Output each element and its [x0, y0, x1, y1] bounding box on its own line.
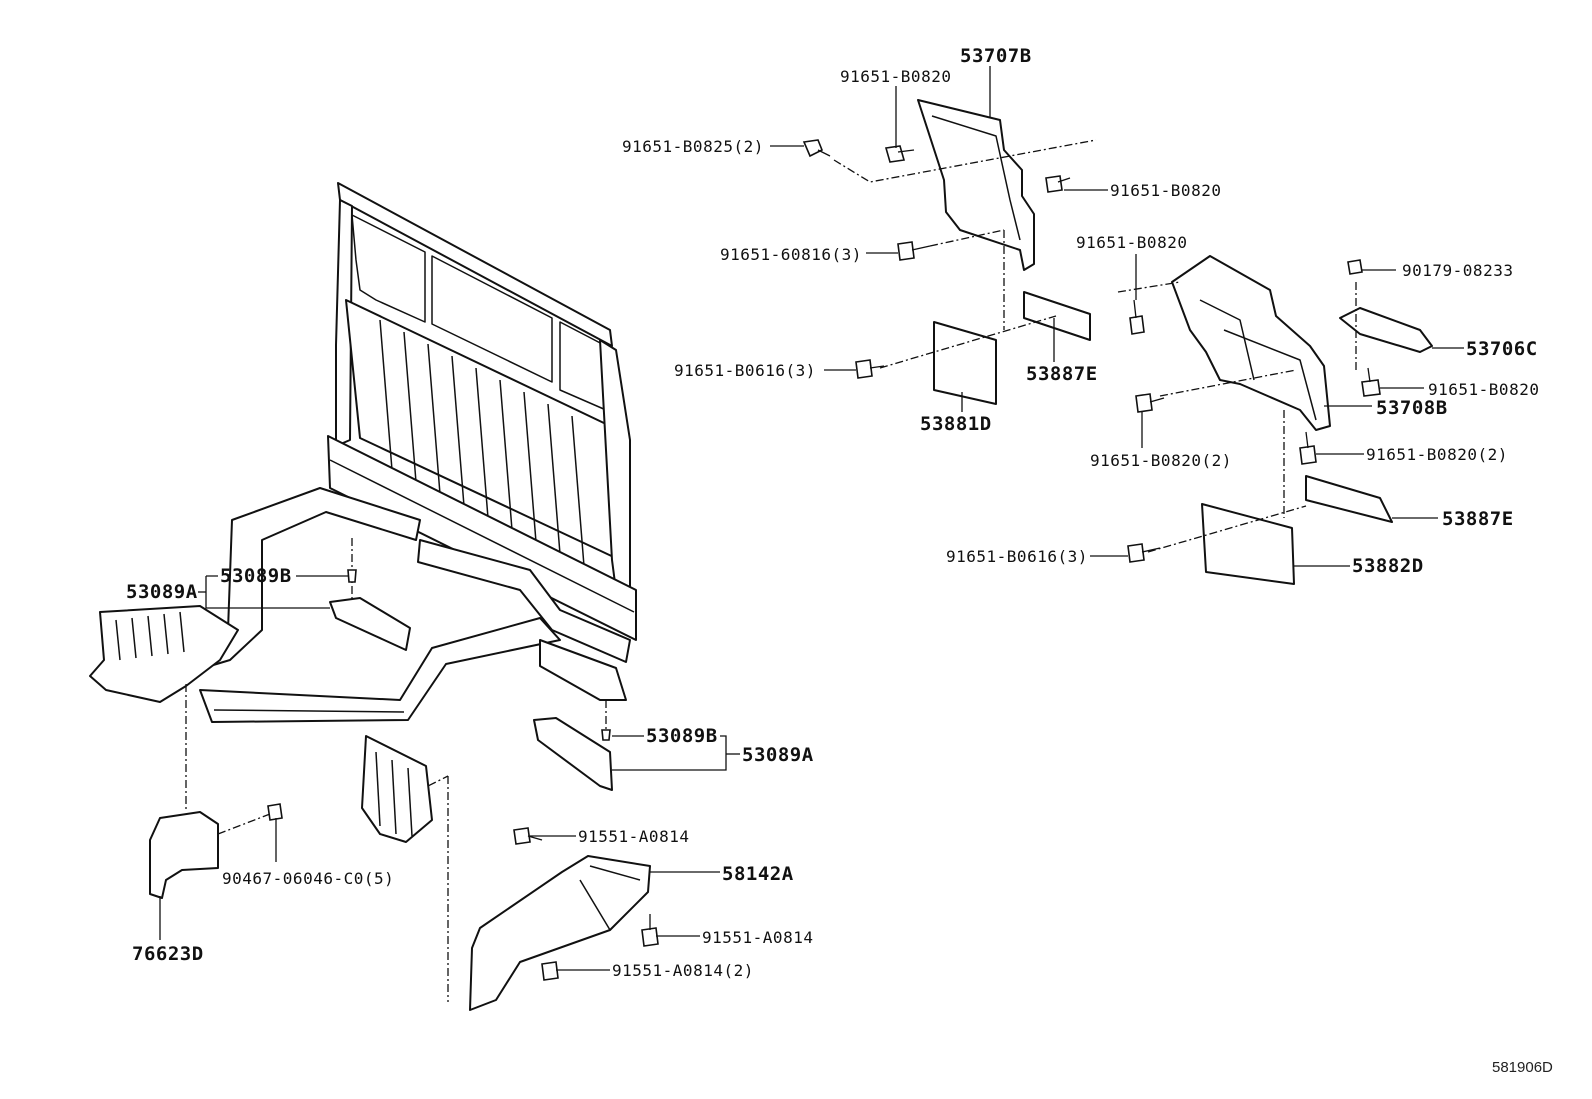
label-76623D: 76623D: [132, 943, 204, 965]
label-91551-A0814-b: 91551-A0814: [702, 928, 813, 947]
bracket-53089-right: [533, 717, 613, 791]
label-53707B: 53707B: [960, 45, 1032, 67]
splash-shield-53708B: [1171, 255, 1331, 431]
seal-53887E-b: [1305, 475, 1393, 523]
bracket-58142A: [469, 855, 651, 1011]
label-53708B: 53708B: [1376, 397, 1448, 419]
diagram-id: 581906D: [1492, 1059, 1553, 1076]
bracket-53089-left: [329, 597, 411, 651]
label-53089B-b: 53089B: [646, 725, 718, 747]
label-91651-B0616-3-b: 91651-B0616(3): [946, 547, 1088, 566]
radiator-support-assembly: [179, 182, 637, 723]
label-91551-A0814-2: 91551-A0814(2): [612, 961, 754, 980]
label-53089A-a: 53089A: [126, 581, 198, 603]
label-91651-B0616-3-a: 91651-B0616(3): [674, 361, 816, 380]
label-53089A-b: 53089A: [742, 744, 814, 766]
label-90467-06046-C0-5: 90467-06046-C0(5): [222, 869, 394, 888]
label-91551-A0814-a: 91551-A0814: [578, 827, 689, 846]
center-lower-bracket: [361, 735, 433, 843]
pad-53882D: [1201, 503, 1295, 585]
label-91651-B0820-mid: 91651-B0820: [1076, 233, 1187, 252]
clip-icon: [347, 569, 611, 741]
pad-53881D: [933, 321, 997, 405]
label-91651-B0820-2-a: 91651-B0820(2): [1090, 451, 1232, 470]
panel-76623D: [149, 811, 219, 899]
label-53089B-a: 53089B: [220, 565, 292, 587]
label-53706C: 53706C: [1466, 338, 1538, 360]
label-91651-B0820-right1: 91651-B0820: [1110, 181, 1221, 200]
label-53887E-a: 53887E: [1026, 363, 1098, 385]
label-53882D: 53882D: [1352, 555, 1424, 577]
label-91651-B0820-2-b: 91651-B0820(2): [1366, 445, 1508, 464]
label-91651-60816-3: 91651-60816(3): [720, 245, 862, 264]
label-53887E-b: 53887E: [1442, 508, 1514, 530]
leader-lines: [159, 66, 1464, 971]
seal-53887E-a: [1023, 291, 1091, 341]
label-91651-B0825-2: 91651-B0825(2): [622, 137, 764, 156]
label-91651-B0820-right2: 91651-B0820: [1428, 380, 1539, 399]
label-91651-B0820-top: 91651-B0820: [840, 67, 951, 86]
bolt-icon: [267, 139, 1381, 981]
left-apron: [89, 605, 239, 703]
bracket-53706C: [1339, 307, 1433, 353]
label-58142A: 58142A: [722, 863, 794, 885]
label-90179-08233: 90179-08233: [1402, 261, 1513, 280]
splash-shield-53707B: [917, 99, 1035, 271]
label-53881D: 53881D: [920, 413, 992, 435]
